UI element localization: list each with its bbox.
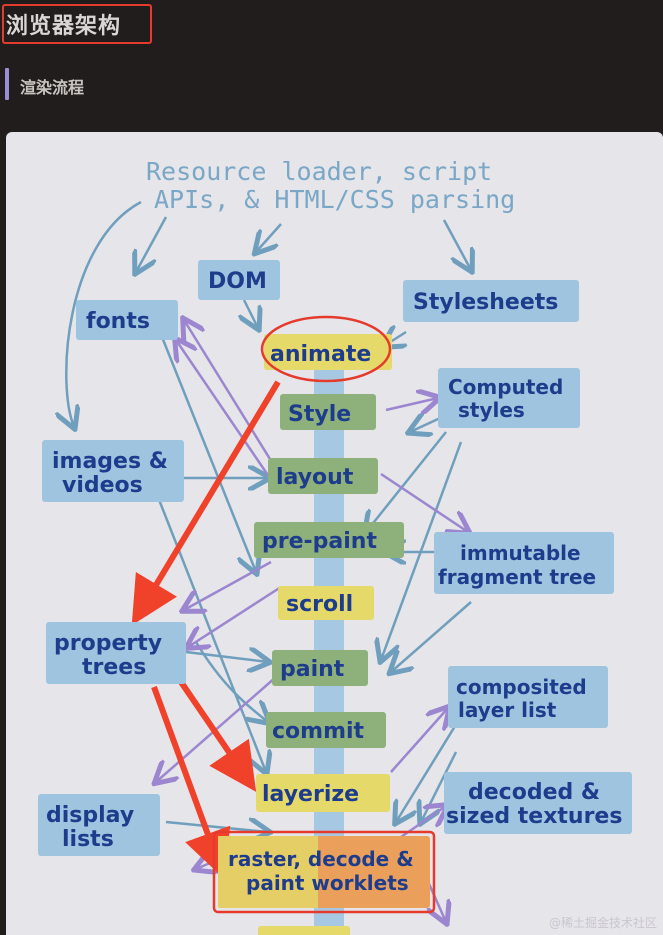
node-images-videos: images & videos [42,440,184,502]
svg-text:commit: commit [272,719,365,744]
svg-text:videos: videos [62,473,143,498]
node-animate: animate [264,334,392,370]
node-next-partial [258,926,350,935]
node-commit: commit [266,712,386,748]
node-fonts: fonts [76,300,178,340]
svg-text:paint: paint [280,657,345,682]
subtitle-accent-bar [5,68,9,100]
page-title: 浏览器架构 [6,14,122,39]
node-display-lists: display lists [38,794,160,856]
svg-text:raster, decode &: raster, decode & [228,847,414,871]
svg-text:Style: Style [288,402,351,427]
node-layout: layout [268,458,378,494]
svg-text:images &: images & [52,449,168,474]
svg-text:trees: trees [82,655,146,680]
heading-line-2: APIs, & HTML/CSS parsing [154,185,515,214]
heading-line-1: Resource loader, script [146,157,492,186]
svg-text:scroll: scroll [286,592,353,617]
node-stylesheets: Stylesheets [403,280,579,322]
node-raster-decode-paint-worklets: raster, decode & paint worklets [218,836,430,908]
node-dom: DOM [198,260,280,300]
title-highlight-box [2,4,152,44]
node-pre-paint: pre-paint [254,522,404,558]
svg-text:Computed: Computed [448,375,563,399]
red-arrows [131,380,281,879]
purple-arrows [156,320,468,922]
node-scroll: scroll [278,586,374,620]
svg-text:fonts: fonts [86,309,150,334]
svg-text:lists: lists [62,827,114,852]
node-computed-styles: Computed styles [438,368,580,428]
svg-text:property: property [54,631,162,656]
svg-text:composited: composited [456,675,587,699]
svg-text:fragment tree: fragment tree [438,565,596,589]
rendering-pipeline-diagram: Resource loader, script APIs, & HTML/CSS… [6,132,663,935]
svg-text:decoded &: decoded & [468,780,600,805]
node-composited-layer-list: composited layer list [448,666,608,728]
svg-text:layout: layout [276,465,354,490]
svg-text:display: display [46,803,134,828]
node-decoded-sized-textures: decoded & sized textures [444,772,632,834]
svg-text:immutable: immutable [460,541,581,565]
node-layerize: layerize [256,774,390,812]
svg-text:animate: animate [270,342,371,367]
svg-text:layer list: layer list [458,698,557,722]
watermark: @稀土掘金技术社区 [548,916,657,930]
svg-text:paint worklets: paint worklets [246,871,409,895]
node-style: Style [280,394,376,430]
svg-text:layerize: layerize [262,782,359,807]
node-property-trees: property trees [46,622,186,684]
svg-text:Stylesheets: Stylesheets [413,290,558,315]
raster-highlight-box [212,830,436,914]
diagram-canvas: Resource loader, script APIs, & HTML/CSS… [38,157,632,935]
animate-highlight-ellipse [260,315,392,383]
svg-text:styles: styles [458,398,525,422]
svg-text:sized textures: sized textures [446,804,622,829]
node-paint: paint [272,650,368,686]
svg-text:pre-paint: pre-paint [262,529,377,554]
section-subtitle: 渲染流程 [20,78,85,97]
svg-text:DOM: DOM [208,269,267,294]
node-immutable-fragment-tree: immutable fragment tree [434,532,614,594]
